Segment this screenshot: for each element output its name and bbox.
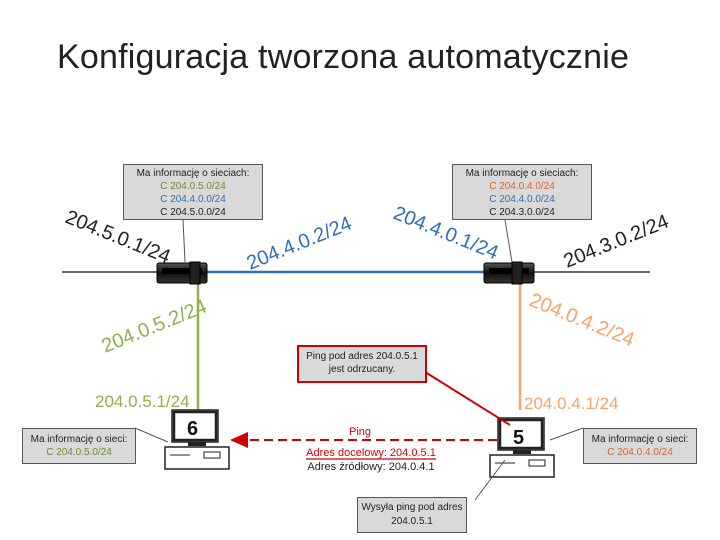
ping-label: Ping	[348, 426, 372, 438]
host-5-number: 5	[513, 427, 524, 449]
ip-left-wan: 204.4.0.2/24	[244, 213, 355, 275]
host-5-info-row: C 204.0.4.0/24	[607, 447, 673, 458]
host-5-info-header: Ma informację o sieci:	[591, 434, 689, 445]
router-right-info-box: Ma informację o sieciach: C 204.0.4.0/24…	[452, 164, 592, 220]
ping-src-label: Adres źródłowy: 204.0.4.1	[307, 461, 435, 473]
host-6-info-header: Ma informację o sieci:	[30, 434, 128, 445]
ip-right-lan: 204.0.4.2/24	[526, 289, 637, 351]
router-right-info-row-1: C 204.0.4.0/24	[489, 181, 555, 192]
host-6-info-row: C 204.0.5.0/24	[46, 447, 112, 458]
send-ping-line-1: Wysyła ping pod adres	[361, 502, 463, 513]
router-right-info-row-3: C 204.3.0.0/24	[489, 207, 555, 218]
connector-host6-info	[134, 427, 169, 443]
ip-host6: 204.0.5.1/24	[95, 392, 190, 411]
connector-host5-info	[549, 427, 584, 441]
host-6-computer	[164, 409, 230, 470]
ip-host5: 204.0.4.1/24	[524, 394, 619, 413]
ping-dest-label: Adres docelowy: 204.0.5.1	[306, 447, 436, 459]
host-5-info-box: Ma informację o sieci: C 204.0.4.0/24	[583, 428, 697, 464]
router-left-info-row-2: C 204.4.0.0/24	[160, 194, 226, 205]
send-ping-box: Wysyła ping pod adres 204.0.5.1	[357, 497, 467, 533]
slide-title: Konfiguracja tworzona automatycznie	[57, 38, 630, 76]
host-6-info-box: Ma informację o sieci: C 204.0.5.0/24	[22, 428, 136, 464]
router-left-info-row-3: C 204.5.0.0/24	[160, 207, 226, 218]
connector-left-info	[182, 219, 186, 263]
router-right-info-header: Ma informację o sieciach:	[465, 168, 579, 179]
router-left-info-box: Ma informację o sieciach: C 204.0.5.0/24…	[123, 164, 263, 220]
ip-left-lan: 204.0.5.2/24	[99, 296, 210, 358]
drop-callout-line-1: Ping pod adres 204.0.5.1	[306, 351, 418, 362]
router-left	[156, 261, 208, 285]
connector-right-info	[504, 219, 513, 263]
router-right	[483, 261, 535, 285]
host-6-number: 6	[187, 418, 198, 440]
router-right-info-row-2: C 204.4.0.0/24	[489, 194, 555, 205]
connector-send-box	[474, 459, 506, 501]
router-left-info-header: Ma informację o sieciach:	[136, 168, 250, 179]
drop-callout-line-2: jest odrzucany.	[328, 364, 396, 375]
router-left-info-row-1: C 204.0.5.0/24	[160, 181, 226, 192]
send-ping-line-2: 204.0.5.1	[391, 516, 433, 527]
drop-callout-line	[424, 371, 511, 426]
drop-callout-box: Ping pod adres 204.0.5.1 jest odrzucany.	[297, 345, 427, 383]
